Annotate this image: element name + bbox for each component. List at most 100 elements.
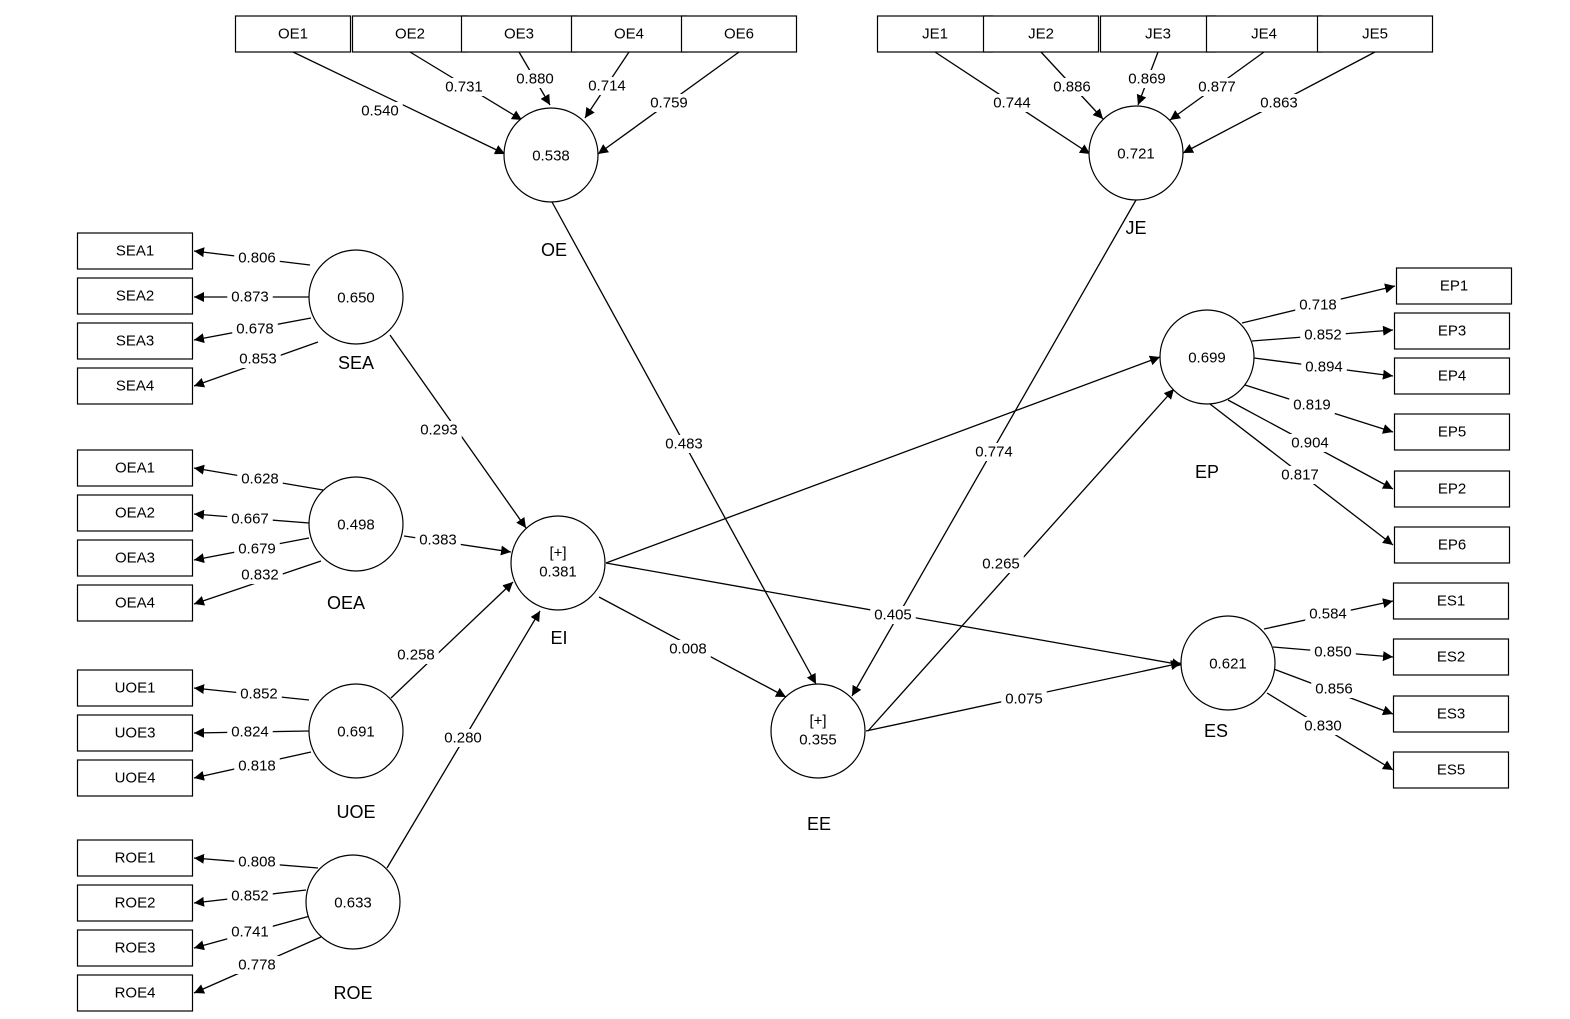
indicator-box — [76, 584, 194, 622]
svg-text:0.741: 0.741 — [231, 924, 269, 941]
construct-r2-value: 0.699 — [1188, 350, 1226, 367]
indicator-box — [460, 15, 578, 53]
svg-text:0.819: 0.819 — [1293, 397, 1331, 414]
construct-circle — [305, 854, 401, 950]
indicator-ep5: EP5 — [1393, 413, 1511, 451]
construct-r2-value: 0.691 — [337, 724, 375, 741]
svg-text:0.904: 0.904 — [1291, 435, 1329, 452]
construct-marker: [+] — [809, 713, 826, 730]
indicator-es2: ES2 — [1392, 638, 1510, 676]
indicator-oe1: OE1 — [234, 15, 352, 53]
indicator-oe3: OE3 — [460, 15, 578, 53]
loading-ep5-value: 0.819 — [1289, 396, 1335, 414]
svg-text:0.265: 0.265 — [982, 556, 1020, 573]
indicator-box — [76, 232, 194, 270]
indicator-box — [234, 15, 352, 53]
indicator-box — [1392, 582, 1510, 620]
svg-text:0.008: 0.008 — [669, 641, 707, 658]
loading-es3-value: 0.856 — [1311, 680, 1357, 698]
indicator-box — [76, 277, 194, 315]
svg-text:0.714: 0.714 — [588, 78, 626, 95]
indicator-box — [1099, 15, 1217, 53]
loading-je5-value: 0.863 — [1256, 94, 1302, 112]
indicator-label: OE1 — [278, 26, 308, 43]
loading-je3-value: 0.869 — [1124, 70, 1170, 88]
svg-text:0.667: 0.667 — [231, 511, 269, 528]
indicator-label: OE6 — [724, 26, 754, 43]
svg-text:0.293: 0.293 — [420, 422, 458, 439]
svg-text:0.850: 0.850 — [1314, 644, 1352, 661]
construct-name: JE — [1125, 218, 1146, 238]
indicator-ep3: EP3 — [1393, 312, 1511, 350]
indicator-ep6: EP6 — [1393, 526, 1511, 564]
indicator-uoe4: UOE4 — [76, 759, 194, 797]
indicator-oea3: OEA3 — [76, 539, 194, 577]
loading-uoe3-value: 0.824 — [227, 723, 273, 741]
svg-text:0.818: 0.818 — [238, 758, 276, 775]
indicator-box — [76, 539, 194, 577]
indicator-sea4: SEA4 — [76, 367, 194, 405]
indicator-ep1: EP1 — [1395, 267, 1513, 305]
indicator-box — [1395, 267, 1513, 305]
svg-text:0.628: 0.628 — [241, 471, 279, 488]
svg-text:0.280: 0.280 — [444, 730, 482, 747]
svg-text:0.678: 0.678 — [236, 321, 274, 338]
construct-name: EP — [1195, 462, 1219, 482]
loading-oea4-value: 0.832 — [237, 566, 283, 584]
indicator-je2: JE2 — [982, 15, 1100, 53]
indicator-box — [76, 669, 194, 707]
indicator-uoe1: UOE1 — [76, 669, 194, 707]
indicator-label: UOE4 — [115, 770, 156, 787]
construct-circle — [308, 249, 404, 345]
indicator-label: UOE3 — [115, 725, 156, 742]
indicator-oea1: OEA1 — [76, 449, 194, 487]
indicator-box — [1393, 413, 1511, 451]
indicator-box — [1392, 751, 1510, 789]
indicator-box — [76, 494, 194, 532]
indicator-label: EP1 — [1440, 278, 1468, 295]
indicator-box — [76, 974, 194, 1012]
loading-sea1-value: 0.806 — [234, 249, 280, 267]
svg-text:0.853: 0.853 — [239, 351, 277, 368]
indicator-box — [1393, 470, 1511, 508]
construct-circle — [1180, 615, 1276, 711]
indicator-oe6: OE6 — [680, 15, 798, 53]
svg-text:0.832: 0.832 — [241, 567, 279, 584]
construct-name: EE — [807, 814, 831, 834]
indicator-box — [76, 322, 194, 360]
loading-je2-value: 0.886 — [1049, 78, 1095, 96]
path-uoe-to-ei-arrow — [390, 581, 514, 699]
loading-je1-value: 0.744 — [989, 94, 1035, 112]
indicator-roe4: ROE4 — [76, 974, 194, 1012]
svg-text:0.824: 0.824 — [231, 724, 269, 741]
indicator-oea2: OEA2 — [76, 494, 194, 532]
indicator-label: ES5 — [1437, 762, 1465, 779]
indicator-label: ROE4 — [115, 985, 156, 1002]
path-ei-to-ee-coefficient: 0.008 — [665, 640, 711, 658]
loading-ep4-value: 0.894 — [1301, 358, 1347, 376]
indicator-box — [76, 367, 194, 405]
indicator-box — [76, 714, 194, 752]
construct-name: ES — [1204, 721, 1228, 741]
loading-oe4-value: 0.714 — [584, 77, 630, 95]
loading-ep2-value: 0.904 — [1287, 434, 1333, 452]
indicator-roe3: ROE3 — [76, 929, 194, 967]
indicator-label: UOE1 — [115, 680, 156, 697]
construct-marker: [+] — [549, 545, 566, 562]
svg-text:0.584: 0.584 — [1309, 606, 1347, 623]
construct-r2-value: 0.721 — [1117, 146, 1155, 163]
construct-circle — [308, 683, 404, 779]
construct-r2-value: 0.381 — [539, 564, 577, 581]
svg-text:0.830: 0.830 — [1304, 718, 1342, 735]
loading-ep3-value: 0.852 — [1300, 326, 1346, 344]
construct-r2-value: 0.538 — [532, 148, 570, 165]
indicator-label: ES2 — [1437, 649, 1465, 666]
svg-text:0.880: 0.880 — [516, 71, 554, 88]
loading-roe1-value: 0.808 — [234, 853, 280, 871]
